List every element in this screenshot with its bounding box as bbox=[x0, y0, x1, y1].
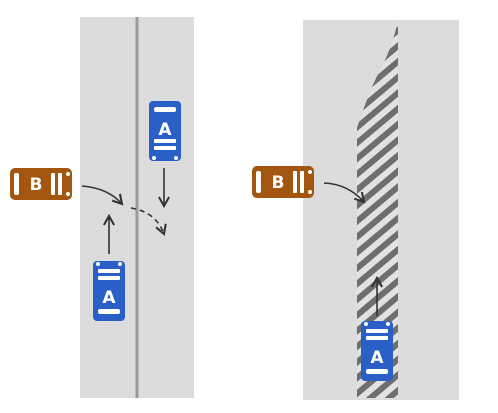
car-b-right: B bbox=[252, 166, 314, 198]
arrow-car-b-turn bbox=[81, 185, 124, 206]
car-a-bottom-label: A bbox=[102, 288, 116, 308]
car-a-top: A bbox=[149, 101, 181, 161]
scene-road-with-hatched-median: B A bbox=[252, 20, 459, 400]
car-b-right-label: B bbox=[272, 173, 285, 193]
arrow-car-b-dashed-path bbox=[130, 207, 167, 236]
car-a-right: A bbox=[361, 321, 393, 381]
car-a-bottom: A bbox=[93, 261, 125, 321]
arrow-car-b-right-into-median bbox=[323, 182, 366, 204]
car-b-left-label: B bbox=[30, 175, 43, 195]
hatched-median bbox=[357, 20, 398, 398]
car-a-right-label: A bbox=[370, 348, 384, 368]
scene-two-lane-road: A A B bbox=[10, 17, 194, 398]
car-b-left: B bbox=[10, 168, 72, 200]
car-a-top-label: A bbox=[158, 120, 172, 140]
